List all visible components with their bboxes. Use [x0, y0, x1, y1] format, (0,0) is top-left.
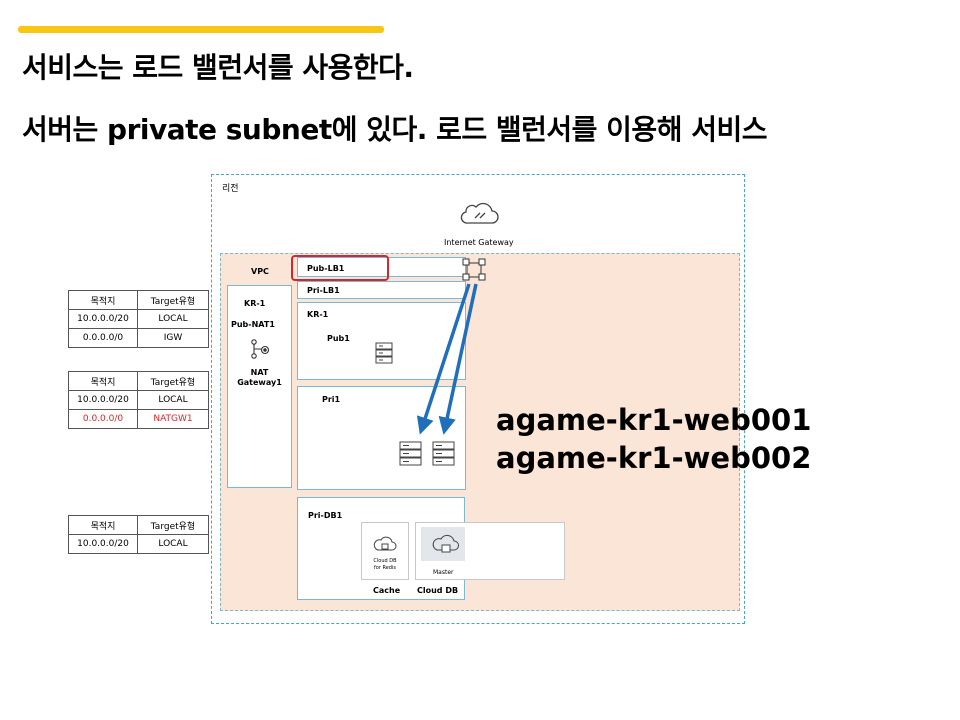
pub-lb1-subnet [297, 257, 466, 277]
pri1-label: Pri1 [322, 395, 341, 404]
table-row: 0.0.0.0/0 IGW [68, 328, 209, 348]
pub1-server-icon [375, 342, 393, 364]
pub-lb1-label: Pub-LB1 [307, 264, 345, 273]
nat-gateway-label-line2: Gateway1 [237, 378, 282, 387]
route-table-3: 목적지 Target유형 10.0.0.0/20 LOCAL [68, 515, 209, 554]
pri-lb1-label: Pri-LB1 [307, 286, 340, 295]
server-name-web002: agame-kr1-web002 [496, 441, 812, 475]
cell-target: LOCAL [137, 534, 209, 554]
route-table-1: 목적지 Target유형 10.0.0.0/20 LOCAL 0.0.0.0/0… [68, 290, 209, 348]
table-row: 10.0.0.0/20 LOCAL [68, 309, 209, 329]
header-destination: 목적지 [68, 290, 138, 310]
redis-cache-box [361, 522, 409, 580]
pub1-subnet [297, 302, 466, 380]
region-label: 리전 [222, 184, 239, 194]
pri1-subnet [297, 386, 466, 490]
cell-target: LOCAL [137, 390, 209, 410]
redis-label-line1: Cloud DB [373, 558, 397, 564]
redis-label-line2: for Redis [374, 565, 396, 571]
cell-target: NATGW1 [137, 409, 209, 429]
traffic-arrows [416, 283, 478, 435]
cell-destination: 0.0.0.0/0 [68, 328, 138, 348]
table-row: 10.0.0.0/20 LOCAL [68, 390, 209, 410]
master-label: Master [433, 569, 454, 576]
internet-gateway-icon [460, 202, 499, 224]
vpc-label: VPC [251, 267, 269, 276]
server-name-web001: agame-kr1-web001 [496, 403, 812, 437]
cloud-db-icon [432, 534, 459, 553]
kr1-subnet-label: KR-1 [307, 310, 329, 319]
cell-target: LOCAL [137, 309, 209, 329]
arrow-to-web002 [438, 283, 478, 435]
table-row: 0.0.0.0/0 NATGW1 [68, 409, 209, 429]
nat-gateway-icon [251, 339, 270, 359]
internet-gateway-label: Internet Gateway [444, 238, 514, 247]
redis-icon [373, 536, 397, 551]
arrow-to-web001 [416, 283, 471, 435]
table-row: 10.0.0.0/20 LOCAL [68, 534, 209, 554]
pub-lb1-highlight [291, 255, 389, 281]
pub1-label: Pub1 [327, 334, 350, 343]
header-destination: 목적지 [68, 371, 138, 391]
table-header-row: 목적지 Target유형 [68, 515, 209, 535]
master-db-highlight [421, 527, 465, 561]
table-header-row: 목적지 Target유형 [68, 371, 209, 391]
kr1-availability-zone [227, 285, 292, 488]
cell-destination: 10.0.0.0/20 [68, 309, 138, 329]
load-balancer-icon [462, 258, 486, 281]
slide-title-line1: 서비스는 로드 밸런서를 사용한다. [22, 51, 414, 84]
region-container [211, 174, 745, 624]
header-destination: 목적지 [68, 515, 138, 535]
web001-server-icon [399, 441, 422, 466]
header-target-type: Target유형 [137, 371, 209, 391]
cache-label: Cache [373, 586, 401, 595]
kr1-zone-label: KR-1 [244, 299, 266, 308]
cell-target: IGW [137, 328, 209, 348]
cloud-db-label: Cloud DB [417, 586, 459, 595]
title-accent-bar [18, 26, 384, 33]
nat-gateway-label-line1: NAT [250, 368, 269, 377]
web002-server-icon [432, 441, 455, 466]
pub-nat1-label: Pub-NAT1 [231, 320, 275, 329]
slide-title-line2: 서버는 private subnet에 있다. 로드 밸런서를 이용해 서비스 [22, 113, 767, 146]
header-target-type: Target유형 [137, 515, 209, 535]
cell-destination: 10.0.0.0/20 [68, 534, 138, 554]
route-table-2: 목적지 Target유형 10.0.0.0/20 LOCAL 0.0.0.0/0… [68, 371, 209, 429]
server-names: agame-kr1-web001 agame-kr1-web002 [496, 401, 811, 477]
header-target-type: Target유형 [137, 290, 209, 310]
table-header-row: 목적지 Target유형 [68, 290, 209, 310]
pri-db1-label: Pri-DB1 [308, 511, 343, 520]
cell-destination: 10.0.0.0/20 [68, 390, 138, 410]
cell-destination: 0.0.0.0/0 [68, 409, 138, 429]
